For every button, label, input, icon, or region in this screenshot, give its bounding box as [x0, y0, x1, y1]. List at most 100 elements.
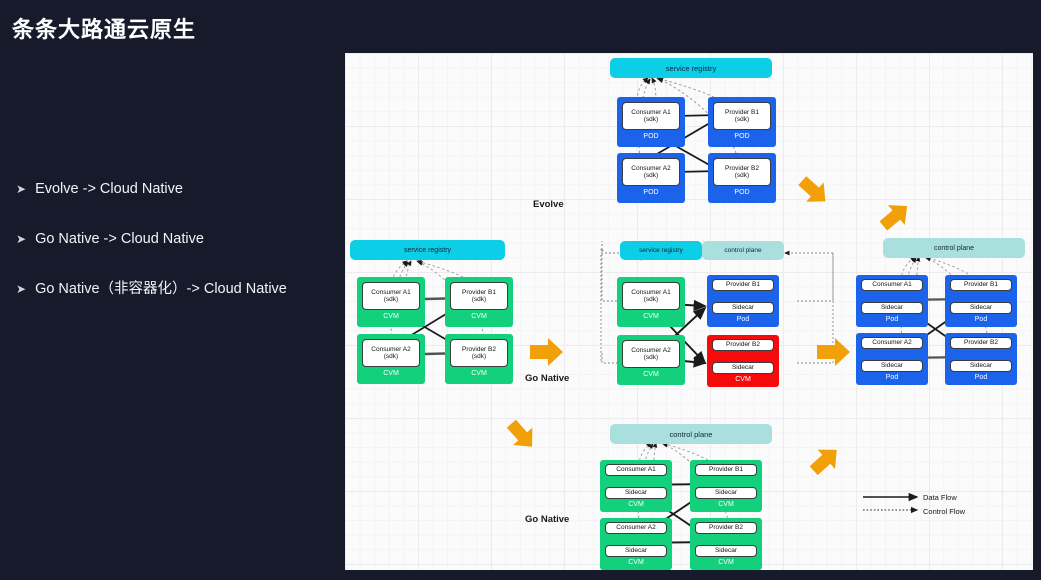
service-box: Consumer A1	[861, 279, 923, 291]
pod-consumer-a2-top[interactable]: Consumer A2 (sdk) POD	[617, 153, 685, 203]
service-name: Provider B2	[709, 524, 743, 532]
bullet-arrow-icon: ➤	[16, 282, 27, 296]
control-plane-mid-center[interactable]: control plane	[702, 241, 784, 260]
service-box: Provider B2	[695, 522, 757, 534]
pod-consumer-a1-top[interactable]: Consumer A1 (sdk) POD	[617, 97, 685, 147]
bullet-arrow-icon: ➤	[16, 232, 27, 246]
service-name: Consumer A1	[616, 466, 656, 474]
legend-control-flow-label: Control Flow	[923, 506, 966, 516]
cvm-provider-b1-bottom[interactable]: Provider B1 Sidecar CVM	[690, 460, 762, 512]
cvm-consumer-a1-bottom[interactable]: Consumer A1 Sidecar CVM	[600, 460, 672, 512]
service-name: Provider B2	[726, 341, 760, 349]
service-box: Provider B1	[695, 464, 757, 476]
legend-data-flow-label: Data Flow	[923, 492, 957, 502]
arrow-mid-right-icon	[817, 338, 850, 366]
pod-provider-b2-midright[interactable]: Provider B2 Sidecar Pod	[945, 333, 1017, 385]
service-name: Consumer A2	[872, 339, 912, 347]
service-box: Provider B1	[712, 279, 774, 291]
service-name: Provider B1	[964, 281, 998, 289]
host-label: POD	[734, 189, 750, 196]
control-plane-mid-right[interactable]: control plane	[883, 238, 1025, 258]
pod-consumer-a1-midright[interactable]: Consumer A1 Sidecar Pod	[856, 275, 928, 327]
diagram-canvas: service registry Consumer A1 (sdk) POD P…	[345, 53, 1033, 570]
sidecar-label: Sidecar	[880, 362, 904, 370]
pod-provider-b1-top[interactable]: Provider B1 (sdk) POD	[708, 97, 776, 147]
service-box: Consumer A1 (sdk)	[622, 102, 680, 130]
service-box: Consumer A2 (sdk)	[622, 340, 680, 368]
host-label: Pod	[974, 316, 988, 323]
service-sdk: (sdk)	[471, 296, 487, 303]
service-sdk: (sdk)	[734, 116, 750, 123]
service-name: Provider B1	[726, 281, 760, 289]
service-box: Consumer A1 (sdk)	[362, 282, 420, 310]
service-registry-top[interactable]: service registry	[610, 58, 772, 78]
list-item: ➤ Go Native -> Cloud Native	[16, 230, 336, 248]
pod-provider-b2-top[interactable]: Provider B2 (sdk) POD	[708, 153, 776, 203]
service-sdk: (sdk)	[734, 172, 750, 179]
service-registry-mid-center[interactable]: service registry	[620, 241, 702, 260]
sidecar-label: Sidecar	[880, 304, 904, 312]
cvm-provider-b1-midleft[interactable]: Provider B1 (sdk) CVM	[445, 277, 513, 327]
service-name: Provider B2	[725, 164, 759, 172]
service-sdk: (sdk)	[643, 172, 659, 179]
service-box: Consumer A1 (sdk)	[622, 282, 680, 310]
pod-provider-b1-midright[interactable]: Provider B1 Sidecar Pod	[945, 275, 1017, 327]
pod-consumer-a2-midright[interactable]: Consumer A2 Sidecar Pod	[856, 333, 928, 385]
control-plane-bottom[interactable]: control plane	[610, 424, 772, 444]
cvm-consumer-a2-midcenter[interactable]: Consumer A2 (sdk) CVM	[617, 335, 685, 385]
sidecar-box: Sidecar	[950, 360, 1012, 372]
cvm-provider-b2-midleft[interactable]: Provider B2 (sdk) CVM	[445, 334, 513, 384]
arrow-go-native-bottom-icon	[506, 419, 533, 447]
cvm-consumer-a1-midcenter[interactable]: Consumer A1 (sdk) CVM	[617, 277, 685, 327]
service-box: Provider B2	[712, 339, 774, 351]
sidecar-box: Sidecar	[712, 302, 774, 314]
arrow-bottom-right-icon	[809, 449, 837, 476]
service-sdk: (sdk)	[383, 353, 399, 360]
arrow-go-native-mid-icon	[530, 338, 563, 366]
service-box: Consumer A1	[605, 464, 667, 476]
host-label: Pod	[736, 316, 750, 323]
list-item: ➤ Go Native（非容器化）-> Cloud Native	[16, 280, 336, 298]
list-item-label: Evolve -> Cloud Native	[35, 181, 183, 197]
service-sdk: (sdk)	[471, 353, 487, 360]
host-label: Pod	[885, 374, 899, 381]
host-label: CVM	[643, 313, 659, 320]
service-name: Provider B1	[725, 108, 759, 116]
sidecar-box: Sidecar	[712, 362, 774, 374]
pod-provider-b1-midcenter[interactable]: Provider B1 Sidecar Pod	[707, 275, 779, 327]
service-sdk: (sdk)	[643, 116, 659, 123]
service-sdk: (sdk)	[643, 296, 659, 303]
service-name: Consumer A2	[631, 346, 671, 354]
sidecar-label: Sidecar	[714, 489, 738, 497]
cvm-consumer-a2-bottom[interactable]: Consumer A2 Sidecar CVM	[600, 518, 672, 570]
service-sdk: (sdk)	[383, 296, 399, 303]
service-sdk: (sdk)	[643, 354, 659, 361]
service-registry-mid-left[interactable]: service registry	[350, 240, 505, 260]
bullet-arrow-icon: ➤	[16, 182, 27, 196]
cvm-consumer-a2-midleft[interactable]: Consumer A2 (sdk) CVM	[357, 334, 425, 384]
host-label: CVM	[718, 501, 734, 508]
cvm-consumer-a1-midleft[interactable]: Consumer A1 (sdk) CVM	[357, 277, 425, 327]
sidecar-label: Sidecar	[624, 489, 648, 497]
host-label: CVM	[628, 501, 644, 508]
cvm-provider-b2-midcenter[interactable]: Provider B2 Sidecar CVM	[707, 335, 779, 387]
service-name: Consumer A1	[631, 108, 671, 116]
sidecar-label: Sidecar	[714, 547, 738, 555]
service-name: Consumer A1	[631, 288, 671, 296]
host-label: CVM	[471, 313, 487, 320]
sidecar-label: Sidecar	[969, 304, 993, 312]
service-box: Consumer A2 (sdk)	[362, 339, 420, 367]
service-name: Consumer A2	[631, 164, 671, 172]
service-box: Provider B2 (sdk)	[450, 339, 508, 367]
host-label: CVM	[383, 370, 399, 377]
arrow-top-right-icon	[798, 176, 826, 202]
host-label: POD	[643, 133, 659, 140]
cvm-provider-b2-bottom[interactable]: Provider B2 Sidecar CVM	[690, 518, 762, 570]
sidecar-box: Sidecar	[861, 360, 923, 372]
legend-item-data-flow: Data Flow	[923, 490, 965, 504]
service-box: Provider B2 (sdk)	[713, 158, 771, 186]
page-title: 条条大路通云原生	[12, 17, 197, 42]
service-box: Consumer A2 (sdk)	[622, 158, 680, 186]
legend: Data Flow Control Flow	[923, 490, 965, 518]
host-label: Pod	[885, 316, 899, 323]
